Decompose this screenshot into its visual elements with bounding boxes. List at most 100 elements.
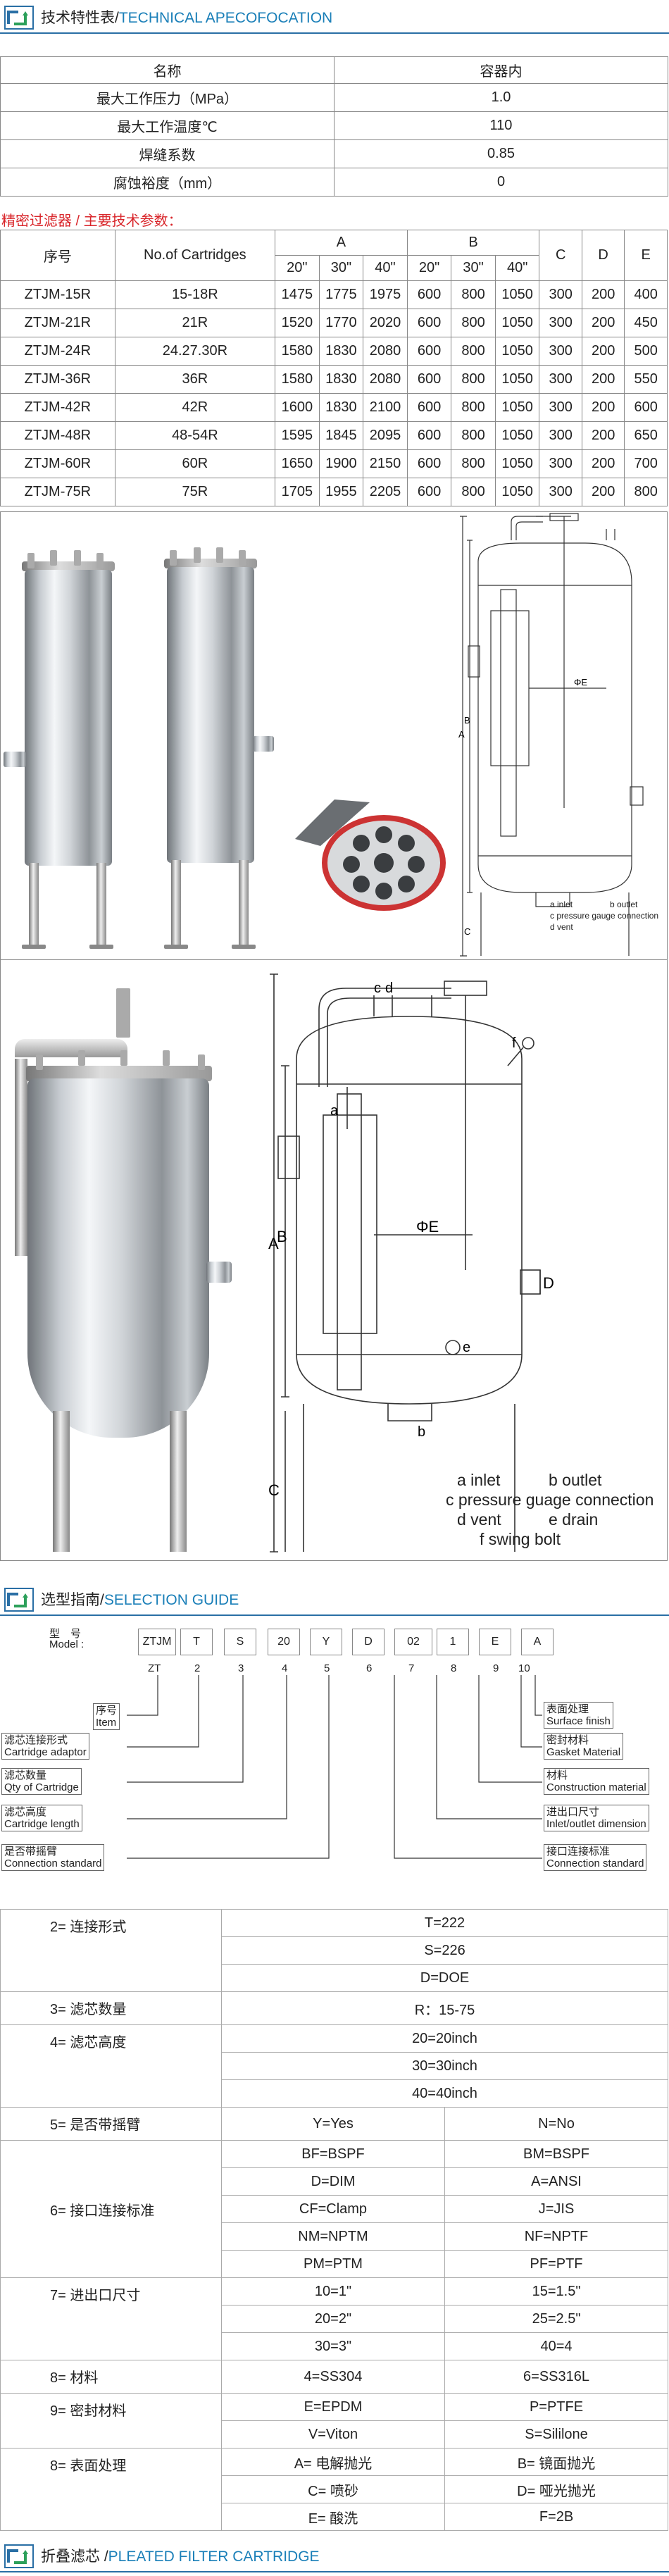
params-cell: 60R (114, 449, 276, 478)
params-cell: 600 (406, 421, 452, 450)
pleated-section-title: 折叠滤芯 /PLEATED FILTER CARTRIDGE (41, 2549, 320, 2565)
selection-option-cell: PF=PTF (444, 2250, 669, 2278)
filter-housing-photo (1, 512, 296, 960)
spec-cell: 0 (334, 168, 668, 197)
params-cell: 650 (624, 421, 668, 450)
model-code-box: ZTJM (138, 1629, 176, 1655)
params-cell: 1770 (318, 309, 364, 337)
params-cell: 200 (581, 421, 625, 450)
params-cell: ZTJM-36R (0, 365, 115, 394)
params-cell: 1050 (494, 449, 540, 478)
selection-option-cell: 4=SS304 (221, 2360, 445, 2394)
selection-option-cell: B= 镜面抛光 (444, 2448, 669, 2476)
params-cell: ZTJM-42R (0, 393, 115, 422)
spec-cell: 最大工作温度℃ (0, 111, 334, 140)
params-cell: 600 (406, 309, 452, 337)
selection-option-cell: F=2B (444, 2503, 669, 2531)
model-code-number: 3 (238, 1662, 244, 1674)
params-cell: 1900 (318, 449, 364, 478)
params-cell: 2100 (363, 393, 408, 422)
small-dim-c: C (464, 926, 470, 937)
selection-option-cell: T=222 (220, 1909, 669, 1937)
product-detail-panel: A B C D ΦE a b c d e f a inlet b outlet … (0, 959, 668, 1561)
small-dim-b: B (464, 715, 470, 726)
selection-option-cell: N=No (444, 2107, 669, 2141)
selection-option-cell: E= 酸洗 (221, 2503, 445, 2531)
selection-option-cell: 10=1" (221, 2277, 445, 2306)
params-cell: 200 (581, 365, 625, 394)
large-label-e: e (463, 1340, 470, 1355)
selection-section-header: 选型指南/SELECTION GUIDE (0, 1582, 669, 1617)
section-rule (0, 32, 669, 34)
model-code-number: 9 (493, 1662, 499, 1674)
params-header-cell: 序号 (0, 230, 115, 281)
params-cell: 600 (406, 393, 452, 422)
model-code-number: 4 (282, 1662, 288, 1674)
params-cell: 300 (539, 280, 582, 309)
selection-option-cell: CF=Clamp (221, 2195, 445, 2223)
params-cell: 800 (451, 309, 496, 337)
params-cell: 2205 (363, 478, 408, 506)
model-code-box: E (479, 1629, 511, 1655)
params-cell: 700 (624, 449, 668, 478)
small-dim-a: A (458, 729, 465, 740)
selection-category-cell: 6= 接口连接标准 (0, 2140, 222, 2278)
model-code-box: 1 (437, 1629, 469, 1655)
params-cell: ZTJM-75R (0, 478, 115, 506)
params-subheader-cell: 40" (363, 255, 408, 281)
selection-option-cell: 40=40inch (220, 2079, 669, 2108)
selection-category-cell: 5= 是否带摇臂 (0, 2107, 222, 2141)
params-cell: ZTJM-60R (0, 449, 115, 478)
swing-arm-housing-photo (1, 960, 296, 1560)
params-cell: 300 (539, 421, 582, 450)
selection-option-cell: A= 电解抛光 (221, 2448, 445, 2476)
model-code-box: T (180, 1629, 213, 1655)
cartridge-plate-photo (295, 799, 446, 911)
model-code-number: 10 (518, 1662, 530, 1674)
params-cell: 800 (451, 365, 496, 394)
pleated-section-header: 折叠滤芯 /PLEATED FILTER CARTRIDGE (0, 2539, 669, 2574)
params-subheader-cell: 30" (451, 255, 496, 281)
params-cell: 1475 (275, 280, 320, 309)
params-header-cell: A (275, 230, 408, 256)
params-cell: 400 (624, 280, 668, 309)
large-dim-a: A (268, 1235, 279, 1252)
selection-option-cell: P=PTFE (444, 2393, 669, 2421)
selection-option-cell: 25=2.5" (444, 2305, 669, 2333)
params-cell: ZTJM-21R (0, 309, 115, 337)
params-cell: 1580 (275, 337, 320, 366)
spec-header-cell: 名称 (0, 56, 334, 84)
params-cell: 1830 (318, 393, 364, 422)
params-cell: ZTJM-15R (0, 280, 115, 309)
params-cell: 300 (539, 449, 582, 478)
params-cell: 42R (114, 393, 276, 422)
params-header-cell: D (581, 230, 625, 281)
model-code-box: Y (310, 1629, 342, 1655)
selection-option-cell: 30=3" (221, 2332, 445, 2360)
params-heading: 精密过滤器 / 主要技术参数： (1, 213, 182, 229)
large-legend-e: e drain (549, 1510, 599, 1529)
spec-cell: 焊缝系数 (0, 139, 334, 168)
selection-option-cell: 15=1.5" (444, 2277, 669, 2306)
params-cell: ZTJM-24R (0, 337, 115, 366)
model-code-box: S (224, 1629, 256, 1655)
small-dim-e: ΦE (574, 677, 587, 687)
selection-option-cell: D=DIM (221, 2167, 445, 2196)
